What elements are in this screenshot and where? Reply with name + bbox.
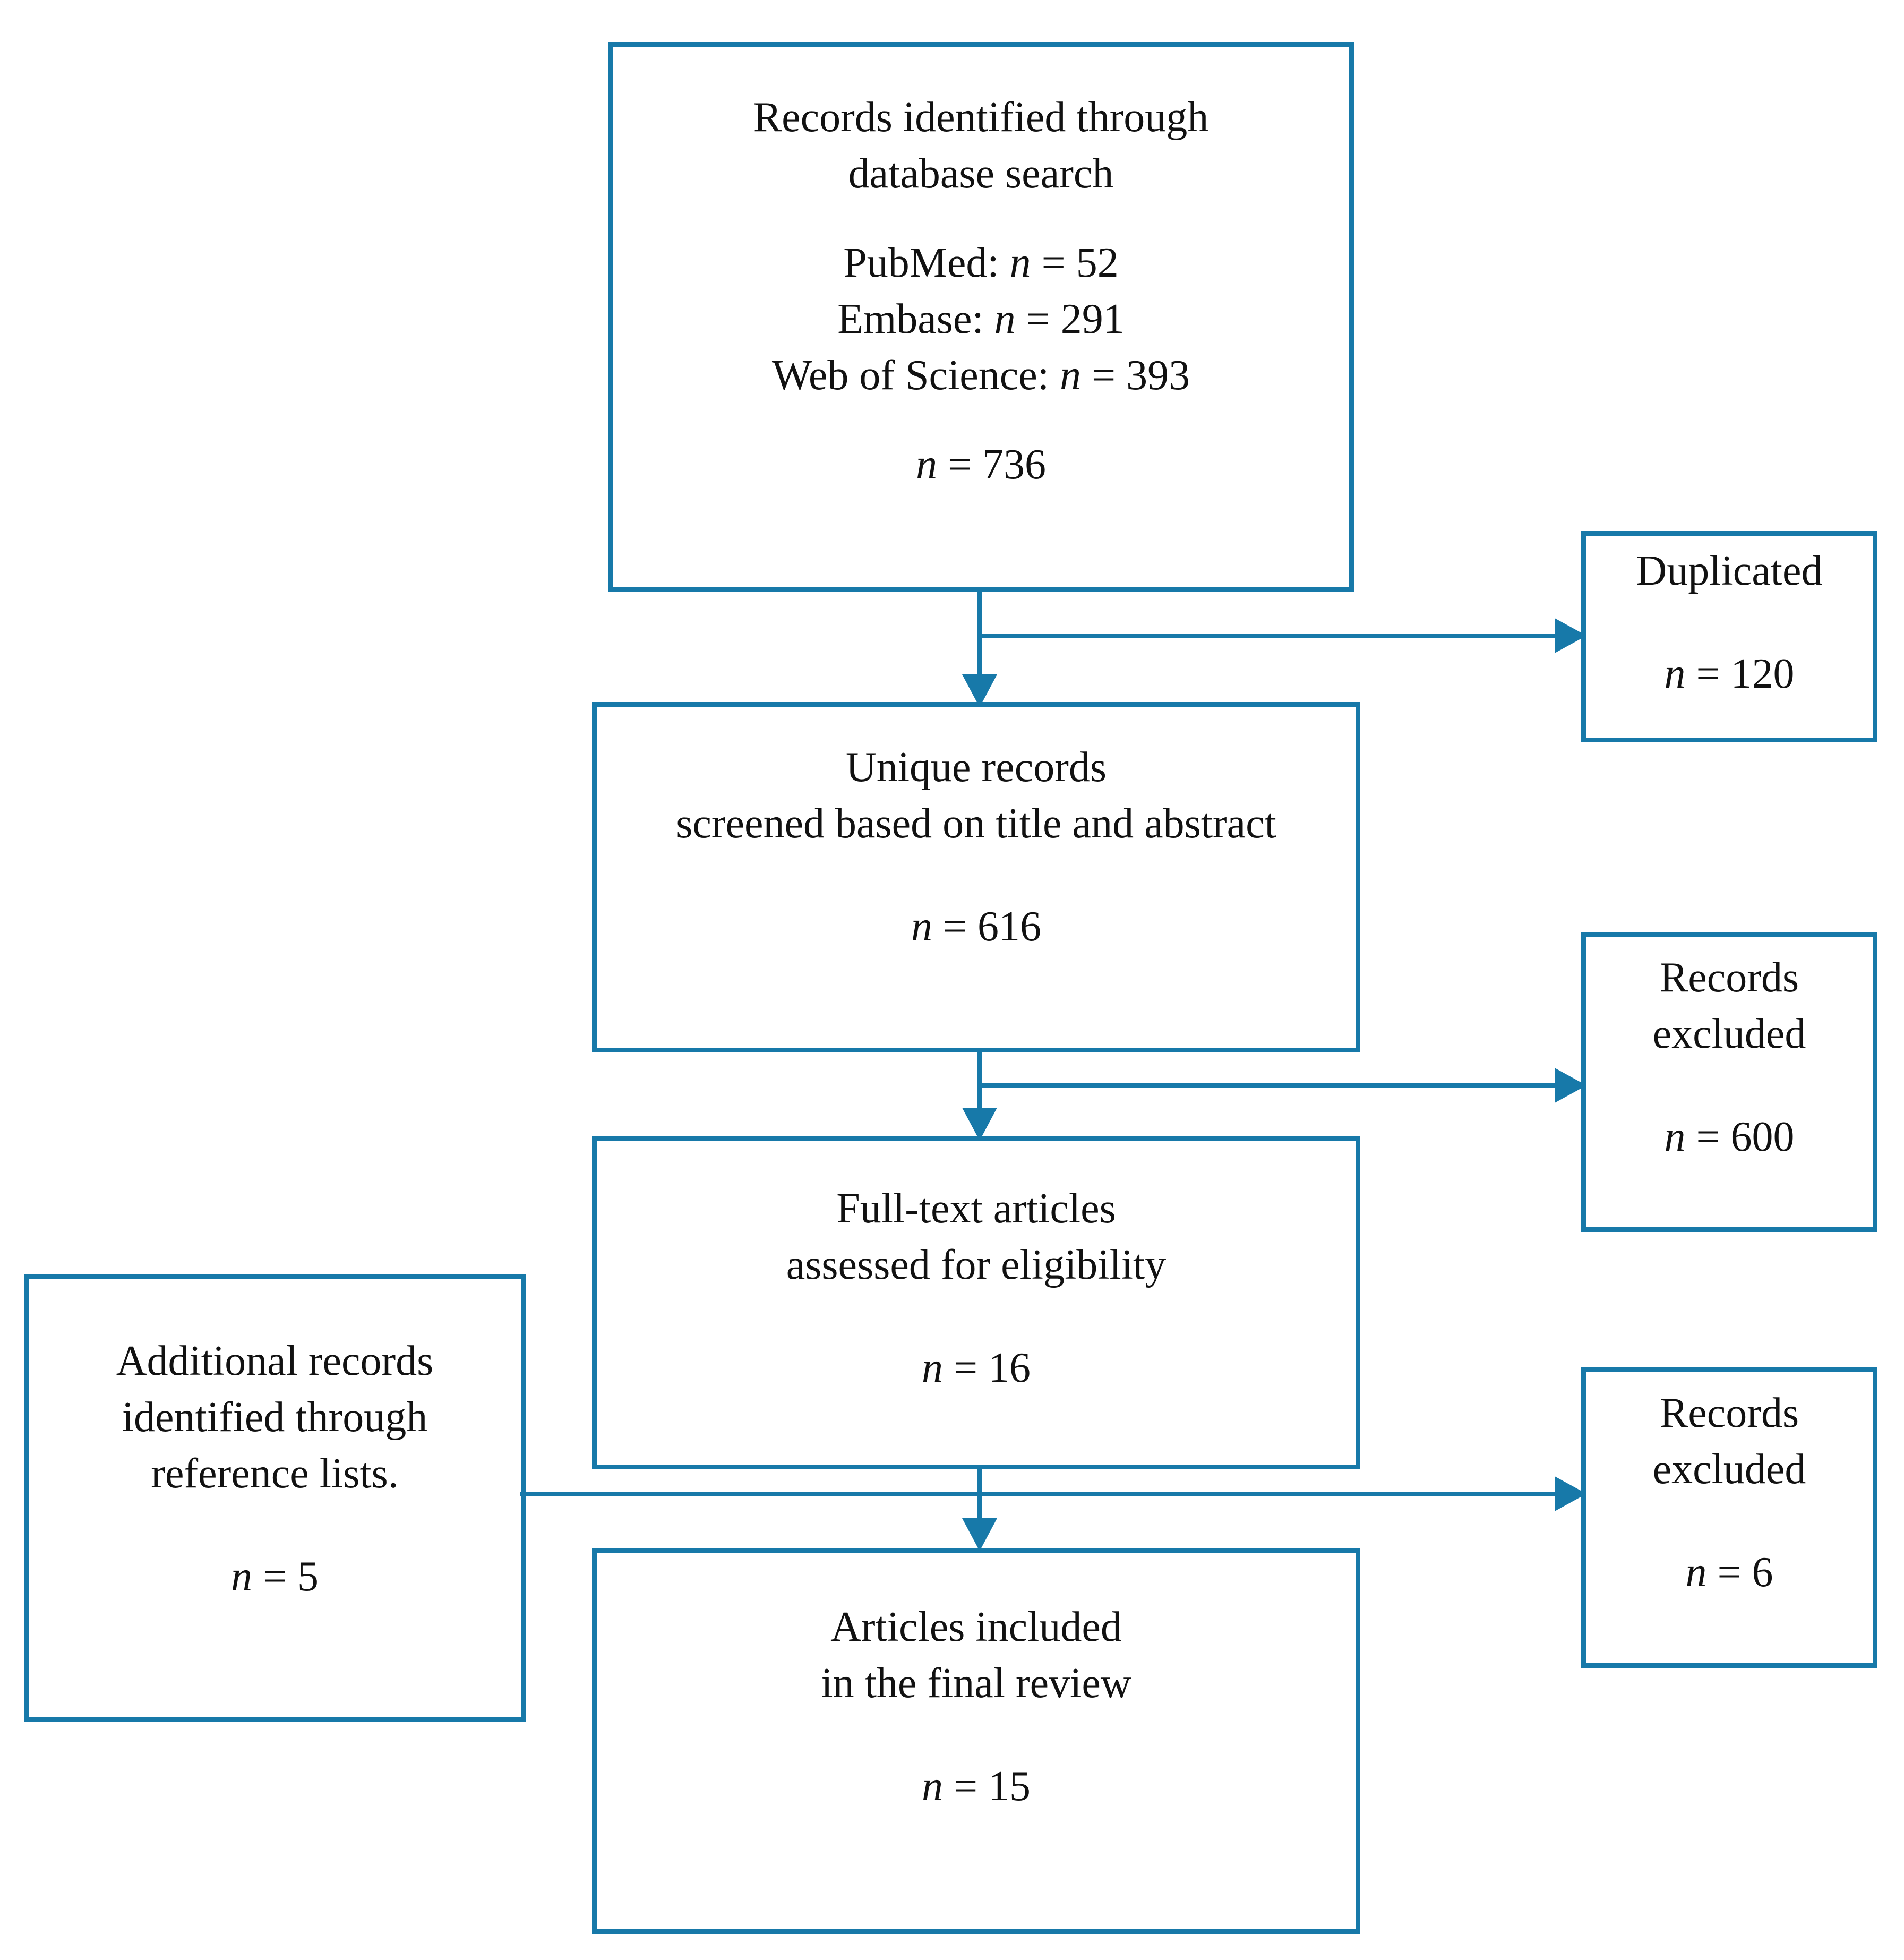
box-fulltext-assessed: Full-text articles assessed for eligibil…	[592, 1136, 1360, 1469]
box-articles-included: Articles included in the final review n …	[592, 1548, 1360, 1934]
arrowhead-down-icon	[962, 674, 997, 707]
box-title-line: in the final review	[821, 1659, 1131, 1707]
arrowhead-down-icon	[962, 1518, 997, 1551]
box-title-line: Unique records	[846, 743, 1107, 791]
box-title-line: assessed for eligibility	[786, 1242, 1167, 1288]
box-total-count: n = 736	[915, 441, 1047, 488]
box-title-line: screened based on title and abstract	[676, 800, 1276, 847]
box-title-line: excluded	[1652, 1445, 1806, 1493]
flow-line-to-excluded-600	[977, 1083, 1556, 1088]
flow-line-to-duplicated	[977, 634, 1556, 638]
box-records-identified: Records identified through database sear…	[608, 42, 1354, 592]
flow-line-screened-to-fulltext	[977, 1050, 982, 1114]
box-title-line: Additional records	[116, 1338, 434, 1384]
db-count-web-of-science: Web of Science: n = 393	[771, 352, 1190, 399]
box-title-line: Records	[1659, 1389, 1799, 1436]
box-total-count: n = 6	[1685, 1548, 1773, 1596]
box-title-line: Records	[1659, 954, 1799, 1001]
arrowhead-down-icon	[962, 1108, 997, 1141]
box-title-line: Articles included	[830, 1603, 1122, 1650]
arrowhead-right-icon	[1555, 618, 1586, 653]
box-records-excluded-screening: Records excluded n = 600	[1581, 932, 1877, 1232]
box-title-line: excluded	[1652, 1010, 1806, 1057]
db-count-pubmed: PubMed: n = 52	[843, 239, 1119, 286]
flow-line-additional-to-excluded-6	[520, 1492, 1556, 1496]
db-count-embase: Embase: n = 291	[837, 295, 1125, 343]
box-total-count: n = 120	[1664, 650, 1795, 697]
box-title-line: Full-text articles	[836, 1185, 1116, 1232]
box-additional-records: Additional records identified through re…	[24, 1274, 526, 1722]
box-title-line: Records identified through	[753, 93, 1209, 141]
flow-line-fulltext-to-included	[977, 1468, 982, 1526]
box-duplicated: Duplicated n = 120	[1581, 531, 1877, 742]
box-title-line: reference lists.	[151, 1450, 399, 1497]
box-total-count: n = 5	[230, 1553, 319, 1600]
box-title-line: Duplicated	[1636, 547, 1823, 594]
box-title-line: identified through	[122, 1394, 428, 1441]
box-unique-records-screened: Unique records screened based on title a…	[592, 702, 1360, 1052]
box-total-count: n = 616	[911, 903, 1042, 950]
arrowhead-right-icon	[1555, 1068, 1586, 1103]
box-total-count: n = 16	[921, 1345, 1031, 1391]
arrowhead-right-icon	[1555, 1476, 1586, 1511]
box-total-count: n = 15	[921, 1762, 1031, 1810]
box-records-excluded-fulltext: Records excluded n = 6	[1581, 1367, 1877, 1668]
box-total-count: n = 600	[1664, 1113, 1795, 1160]
box-title-line: database search	[848, 150, 1114, 197]
